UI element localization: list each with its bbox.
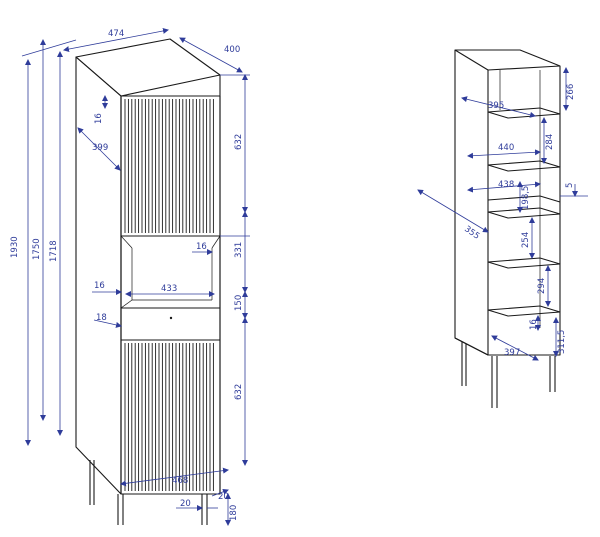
upper-door-slats: [124, 99, 214, 233]
dim-150: 150: [234, 295, 244, 311]
dim-18: 18: [96, 313, 107, 323]
dim-284: 284: [545, 134, 555, 150]
dim-294: 294: [537, 278, 547, 294]
front-dimensions: 1930 1750 1718 474 400 16 399 632 331 15…: [10, 27, 250, 526]
dim-16-bottom: 16: [529, 319, 539, 330]
shelf-dimensions: 266 395 440 284 438 5 198,5 355 254 294 …: [417, 67, 588, 361]
shelf-5: [487, 305, 561, 317]
dim-20-offset: 20: [218, 492, 229, 502]
dim-395: 395: [488, 101, 504, 111]
dim-266: 266: [566, 84, 576, 100]
dim-632-upper: 632: [234, 134, 244, 150]
dim-400: 400: [224, 45, 240, 55]
dim-355: 355: [462, 224, 481, 242]
dim-399: 399: [92, 143, 108, 153]
front-cabinet: [75, 38, 221, 525]
front-face: [120, 95, 221, 495]
dim-180: 180: [229, 505, 239, 521]
dim-16-left: 16: [94, 281, 105, 291]
dim-397: 397: [504, 348, 520, 358]
dim-198-5: 198,5: [521, 186, 531, 210]
dim-433: 433: [161, 284, 177, 294]
dim-16-niche: 16: [196, 242, 207, 252]
lower-door: [120, 339, 221, 495]
dim-1750: 1750: [32, 238, 42, 260]
dim-20-leg: 20: [180, 499, 191, 509]
dim-331: 331: [234, 242, 244, 258]
lower-door-slats: [124, 343, 214, 491]
dim-474: 474: [108, 29, 124, 39]
dim-438: 438: [498, 180, 514, 190]
dim-311-5: 311,5: [557, 330, 567, 354]
dim-1930: 1930: [10, 236, 20, 258]
shelf-4: [487, 257, 561, 269]
dim-16-top: 16: [94, 113, 104, 124]
dim-468: 468: [172, 476, 188, 486]
dim-632-lower: 632: [234, 384, 244, 400]
dim-5: 5: [565, 183, 575, 188]
dim-440: 440: [498, 143, 514, 153]
shelf-2: [487, 160, 561, 172]
drawer-knob: [169, 316, 173, 320]
upper-door: [120, 95, 221, 237]
dim-1718: 1718: [49, 240, 59, 262]
drawer: [120, 307, 221, 341]
dim-254: 254: [521, 232, 531, 248]
